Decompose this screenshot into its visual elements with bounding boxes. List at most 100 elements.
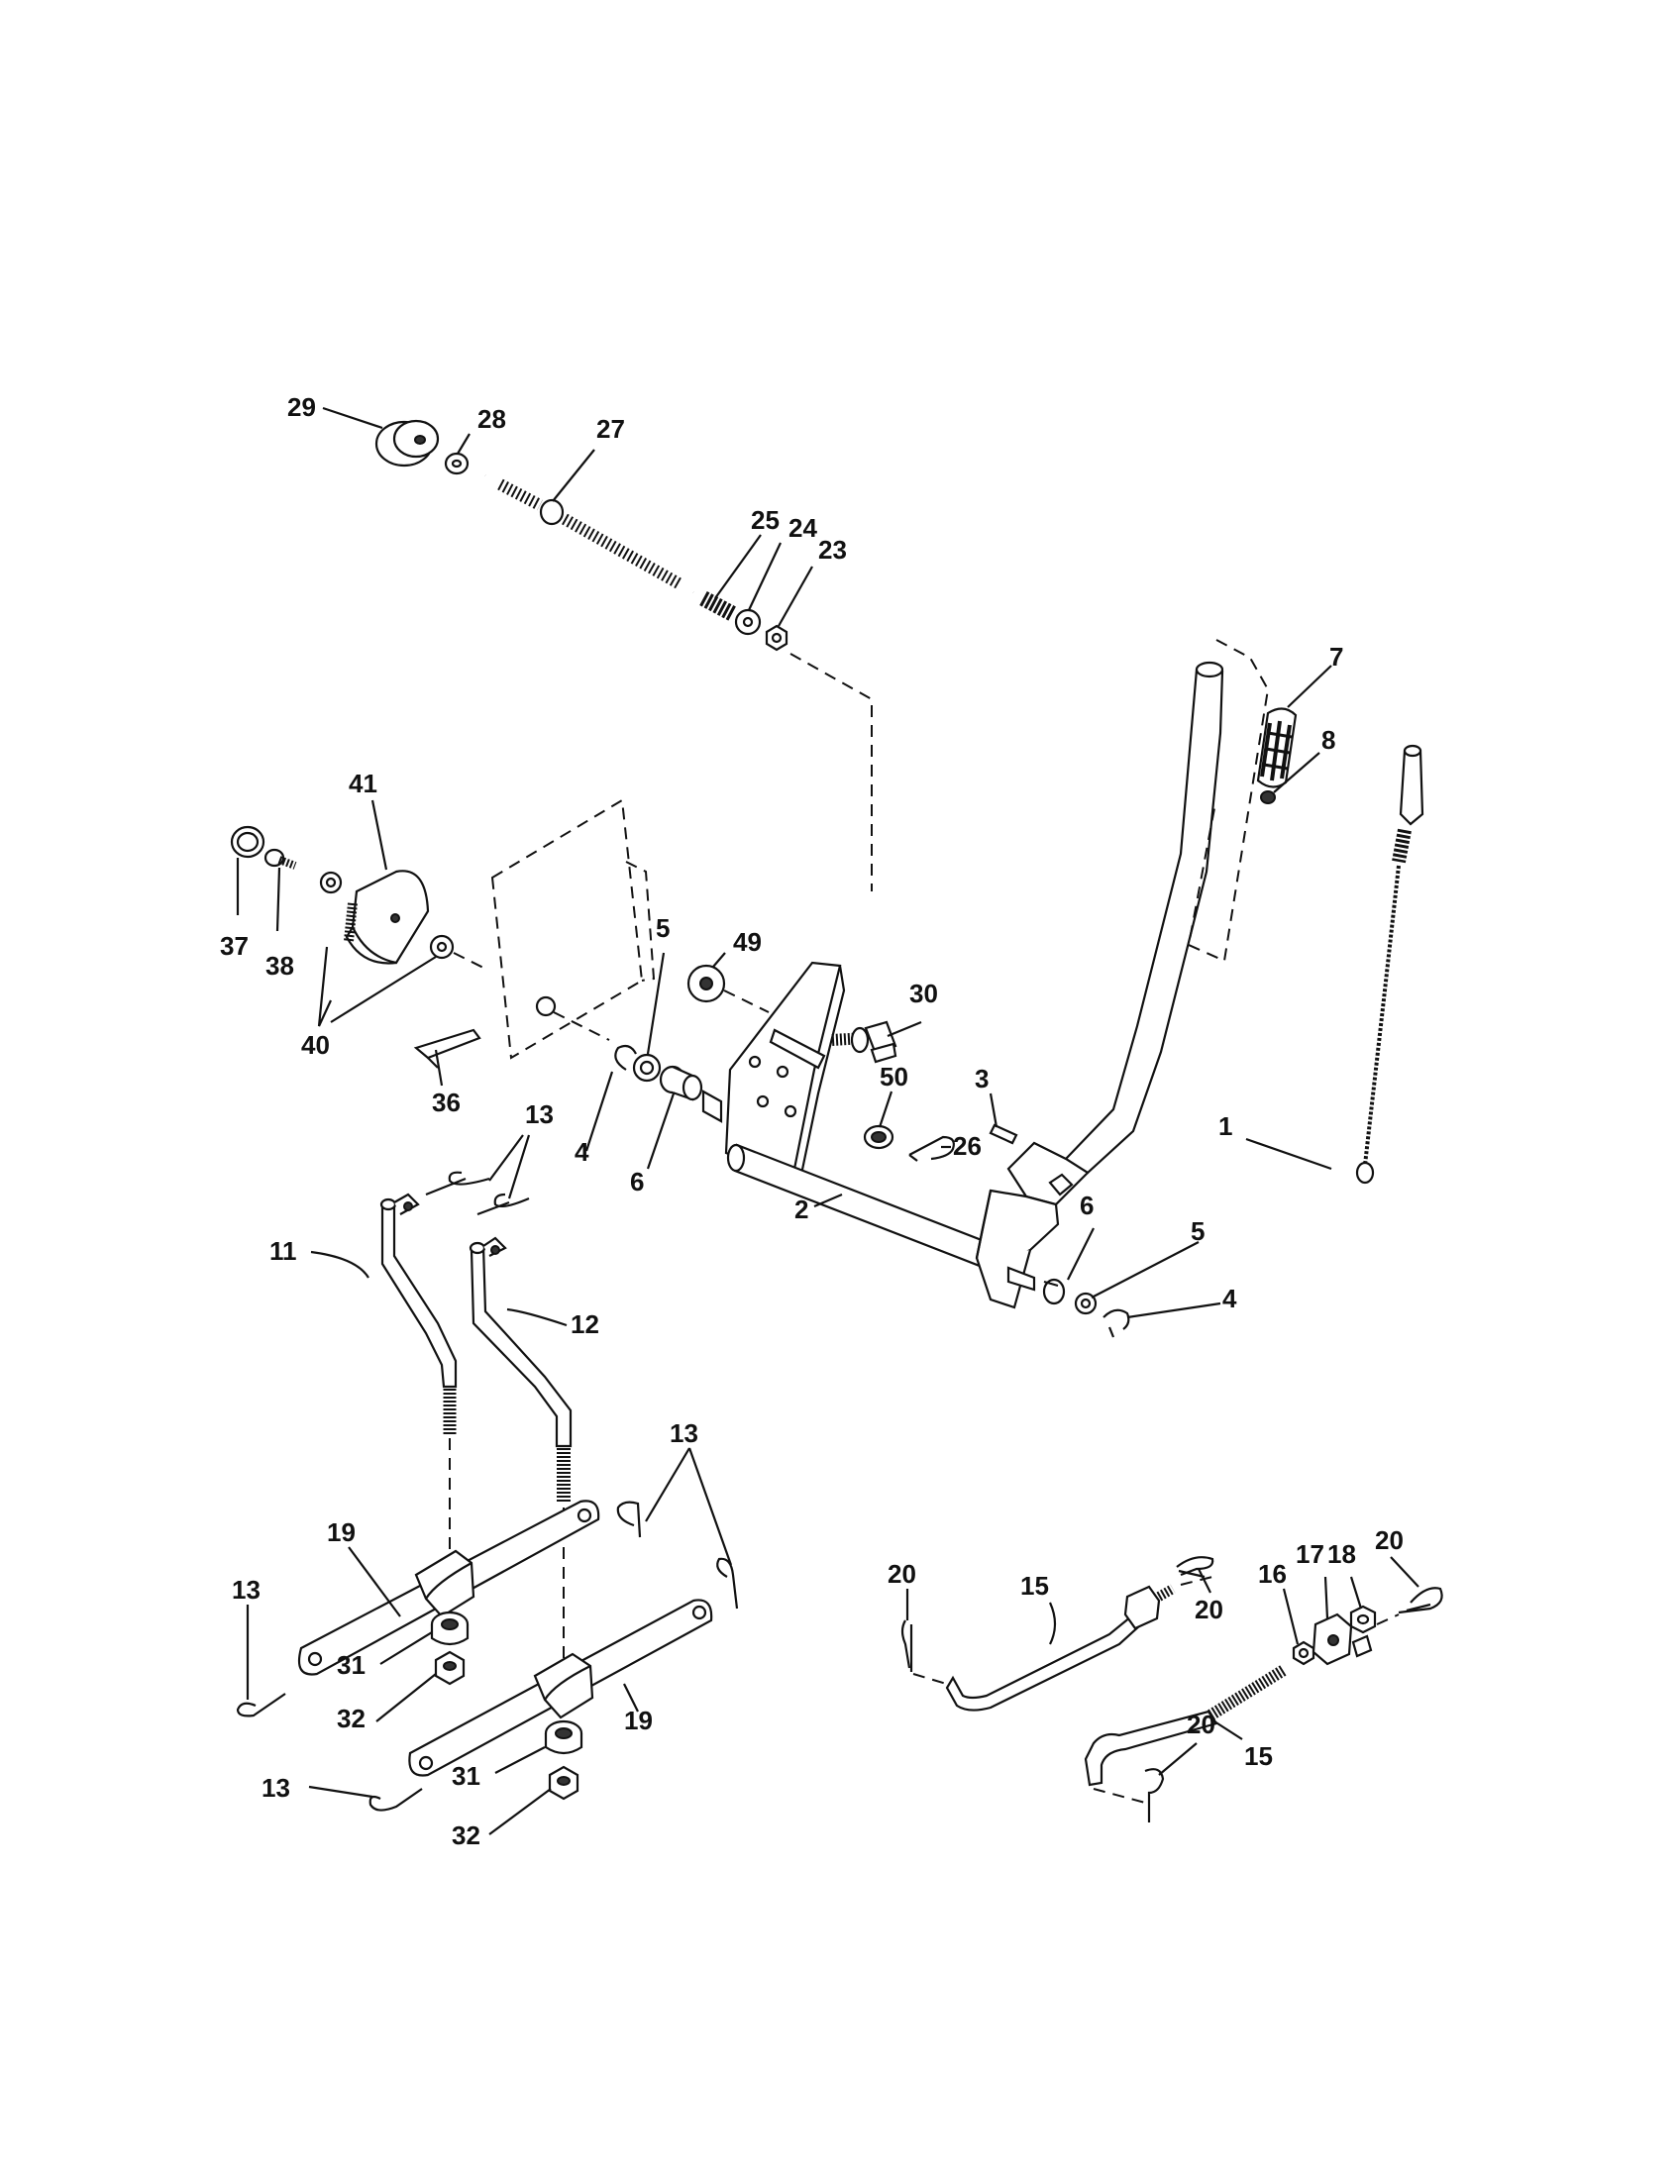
cotter-pin-13-top-a bbox=[425, 1171, 490, 1196]
callout-49: 49 bbox=[733, 927, 762, 957]
nut-32b bbox=[548, 1765, 579, 1801]
callout-26: 26 bbox=[953, 1131, 982, 1161]
grip-7 bbox=[1256, 707, 1298, 788]
callout-11: 11 bbox=[269, 1236, 297, 1266]
washer-50 bbox=[863, 1124, 894, 1150]
callout-13-right: 13 bbox=[670, 1418, 698, 1448]
cotter-pin-13-right-b bbox=[716, 1557, 739, 1610]
callout-36: 36 bbox=[432, 1088, 461, 1117]
callout-20-bottom: 20 bbox=[1187, 1710, 1215, 1739]
cotter-pin-13-left bbox=[236, 1693, 286, 1717]
pivot-stub bbox=[701, 1090, 723, 1123]
callout-32-bottom: 32 bbox=[452, 1820, 480, 1850]
washer-5a bbox=[632, 1053, 662, 1083]
cotter-pin-13-bottom-left bbox=[368, 1788, 423, 1812]
clip-36 bbox=[413, 1028, 481, 1069]
leader-lines bbox=[236, 406, 1419, 1835]
lift-arm-19-top bbox=[297, 1500, 600, 1676]
link-rod-15a bbox=[945, 1614, 1143, 1712]
trunnion-15a bbox=[1123, 1584, 1176, 1630]
e-clip-4b bbox=[1102, 1308, 1130, 1338]
callout-50: 50 bbox=[880, 1062, 908, 1092]
cable-1 bbox=[1355, 744, 1424, 1185]
callout-20-left: 20 bbox=[888, 1559, 916, 1589]
callout-24: 24 bbox=[788, 513, 817, 543]
e-clip-4a bbox=[614, 1044, 637, 1071]
callout-16: 16 bbox=[1258, 1559, 1287, 1589]
nut-23 bbox=[765, 624, 788, 652]
callout-13-left: 13 bbox=[232, 1575, 261, 1605]
threaded-rod-27 bbox=[483, 472, 695, 595]
link-rod-15b bbox=[1084, 1664, 1288, 1787]
callout-23: 23 bbox=[818, 535, 847, 565]
washer-49 bbox=[686, 964, 726, 1003]
callout-40: 40 bbox=[301, 1030, 330, 1060]
callout-20-right: 20 bbox=[1375, 1525, 1404, 1555]
callout-5-top: 5 bbox=[656, 913, 670, 943]
callout-27: 27 bbox=[596, 414, 625, 444]
nut-18 bbox=[1349, 1605, 1377, 1658]
pin-3 bbox=[989, 1123, 1018, 1145]
nut-32a bbox=[434, 1650, 466, 1686]
callout-12: 12 bbox=[571, 1309, 599, 1339]
callout-15-top: 15 bbox=[1020, 1571, 1049, 1601]
callout-31-bottom: 31 bbox=[452, 1761, 480, 1791]
callout-13-top: 13 bbox=[525, 1099, 554, 1129]
callout-25: 25 bbox=[751, 505, 780, 535]
bracket-41 bbox=[344, 870, 430, 965]
callout-4-right: 4 bbox=[1222, 1284, 1237, 1313]
washer-40a bbox=[319, 871, 343, 894]
lift-link-11 bbox=[379, 1193, 458, 1434]
callout-41: 41 bbox=[349, 769, 377, 798]
callout-19-top: 19 bbox=[327, 1517, 356, 1547]
callout-7: 7 bbox=[1329, 642, 1343, 672]
callout-32-top: 32 bbox=[337, 1704, 366, 1733]
block-17 bbox=[1312, 1612, 1353, 1666]
callout-labels: 29 28 27 25 24 23 7 8 41 37 38 40 5 49 3… bbox=[220, 392, 1404, 1850]
callout-13-bottom: 13 bbox=[262, 1773, 290, 1803]
callout-38: 38 bbox=[265, 951, 294, 981]
shaft-2 bbox=[726, 1143, 989, 1270]
callout-28: 28 bbox=[477, 404, 506, 434]
washer-40b bbox=[429, 934, 455, 960]
callout-6-left: 6 bbox=[630, 1167, 644, 1196]
callout-20-middle: 20 bbox=[1195, 1595, 1223, 1624]
callout-30: 30 bbox=[909, 979, 938, 1008]
callout-37: 37 bbox=[220, 931, 249, 961]
callout-19-bottom: 19 bbox=[624, 1706, 653, 1735]
nut-31b bbox=[544, 1719, 583, 1755]
callout-31-top: 31 bbox=[337, 1650, 366, 1680]
cotter-pin-26 bbox=[908, 1135, 955, 1162]
washer-5b bbox=[1074, 1292, 1098, 1315]
callout-2: 2 bbox=[794, 1195, 808, 1224]
lift-arm-19-bottom bbox=[408, 1599, 713, 1777]
washer-16 bbox=[1292, 1640, 1315, 1666]
callout-18: 18 bbox=[1327, 1539, 1356, 1569]
bolt-38 bbox=[263, 848, 297, 870]
callout-29: 29 bbox=[287, 392, 316, 422]
callout-8: 8 bbox=[1321, 725, 1335, 755]
hairpin-20b bbox=[1176, 1556, 1214, 1579]
bushing-6b bbox=[1006, 1266, 1066, 1305]
ring-37 bbox=[230, 825, 265, 859]
hairpin-20a bbox=[900, 1619, 913, 1672]
hairpin-20d bbox=[1144, 1768, 1165, 1822]
hairpin-20c bbox=[1398, 1587, 1443, 1614]
knob-29 bbox=[374, 419, 440, 468]
spring-25 bbox=[699, 590, 737, 622]
washer-28 bbox=[444, 452, 470, 475]
callout-1: 1 bbox=[1218, 1111, 1232, 1141]
cotter-pin-13-right-a bbox=[616, 1501, 642, 1538]
callout-17: 17 bbox=[1296, 1539, 1324, 1569]
nut-31a bbox=[430, 1611, 470, 1646]
washer-24 bbox=[734, 608, 762, 636]
swivel-30 bbox=[831, 1020, 897, 1064]
cap-8 bbox=[1260, 790, 1276, 804]
callout-4-left: 4 bbox=[575, 1137, 589, 1167]
bushing-6a bbox=[659, 1065, 703, 1101]
cotter-pin-13-top-b bbox=[476, 1193, 530, 1216]
mounting-plate bbox=[724, 961, 846, 1192]
callout-3: 3 bbox=[975, 1064, 989, 1093]
